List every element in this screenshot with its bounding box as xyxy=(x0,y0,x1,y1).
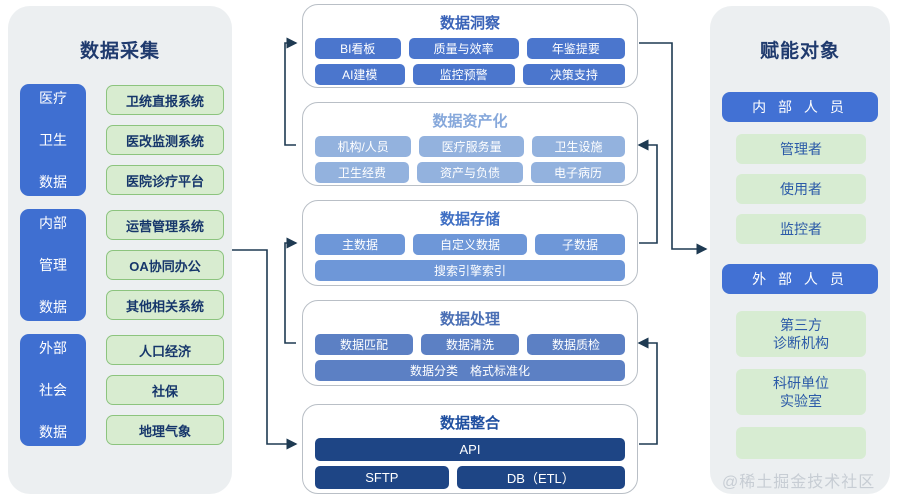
source-chip[interactable]: 社保 xyxy=(106,375,224,405)
stage-chip[interactable]: 数据匹配 xyxy=(315,334,413,355)
chip-row: SFTP DB（ETL） xyxy=(303,466,637,489)
stage-card-data-storage[interactable]: 数据存储 主数据 自定义数据 子数据 搜索引擎索引 xyxy=(302,200,638,286)
chip-row: 搜索引擎索引 xyxy=(303,260,637,281)
stage-chip[interactable]: 数据清洗 xyxy=(421,334,519,355)
target-chip[interactable]: 第三方 诊断机构 xyxy=(736,311,866,357)
stage-chip[interactable]: 监控预警 xyxy=(412,64,515,85)
stage-chip[interactable]: 数据质检 xyxy=(527,334,625,355)
stage-card-data-processing[interactable]: 数据处理 数据匹配 数据清洗 数据质检 数据分类 格式标准化 xyxy=(302,300,638,386)
stage-title: 数据资产化 xyxy=(432,113,508,130)
target-line: 管理者 xyxy=(780,141,822,157)
category-line: 数据 xyxy=(39,298,67,315)
target-chip-empty[interactable] xyxy=(736,427,866,459)
stage-card-data-assetization[interactable]: 数据资产化 机构/人员 医疗服务量 卫生设施 卫生经费 资产与负债 电子病历 xyxy=(302,102,638,186)
stage-chip[interactable]: 卫生经费 xyxy=(315,162,409,183)
stage-chip[interactable]: API xyxy=(315,438,625,461)
stage-chip[interactable]: AI建模 xyxy=(315,64,405,85)
category-line: 内部 xyxy=(39,214,67,231)
category-line: 医疗 xyxy=(39,89,67,106)
target-chip[interactable]: 监控者 xyxy=(736,214,866,244)
category-line: 管理 xyxy=(39,256,67,273)
stage-title: 数据存储 xyxy=(439,211,500,228)
target-line: 使用者 xyxy=(780,181,822,197)
category-block-medical[interactable]: 医疗 卫生 数据 xyxy=(20,84,86,196)
source-chip[interactable]: 医改监测系统 xyxy=(106,125,224,155)
category-line: 社会 xyxy=(39,381,67,398)
stage-chip[interactable]: 卫生设施 xyxy=(532,136,625,157)
target-line: 监控者 xyxy=(780,221,822,237)
source-chip[interactable]: 卫统直报系统 xyxy=(106,85,224,115)
category-block-external[interactable]: 外部 社会 数据 xyxy=(20,334,86,446)
source-chip[interactable]: OA协同办公 xyxy=(106,250,224,280)
source-chip[interactable]: 人口经济 xyxy=(106,335,224,365)
stage-chip[interactable]: 子数据 xyxy=(535,234,625,255)
stage-title: 数据整合 xyxy=(439,415,500,432)
target-chip[interactable]: 科研单位 实验室 xyxy=(736,369,866,415)
wire-process-to-storage xyxy=(284,237,298,344)
right-panel-title: 赋能对象 xyxy=(759,41,840,62)
chip-row: AI建模 监控预警 决策支持 xyxy=(303,64,637,85)
stage-chip[interactable]: BI看板 xyxy=(315,38,401,59)
stage-chip[interactable]: 资产与负债 xyxy=(417,162,523,183)
wire-asset-to-insight xyxy=(284,37,298,146)
wire-storage-to-asset xyxy=(637,139,658,244)
chip-row: 机构/人员 医疗服务量 卫生设施 xyxy=(303,136,637,157)
chip-row: 主数据 自定义数据 子数据 xyxy=(303,234,637,255)
enablement-targets-panel: 赋能对象 内 部 人 员 管理者 使用者 监控者 外 部 人 员 第三方 诊断机… xyxy=(710,6,890,494)
chip-row: 数据分类 格式标准化 xyxy=(303,360,637,381)
category-line: 外部 xyxy=(39,339,67,356)
stage-chip[interactable]: 电子病历 xyxy=(531,162,625,183)
stage-card-data-integration[interactable]: 数据整合 API SFTP DB（ETL） xyxy=(302,404,638,494)
stage-chip[interactable]: 医疗服务量 xyxy=(419,136,525,157)
group-pill-internal-staff[interactable]: 内 部 人 员 xyxy=(722,92,878,122)
wire-insight-to-enablement xyxy=(639,42,708,255)
wire-integration-to-process xyxy=(637,337,658,445)
category-line: 数据 xyxy=(39,173,67,190)
target-line: 第三方 xyxy=(780,317,822,333)
stage-title: 数据处理 xyxy=(439,311,500,328)
source-chip[interactable]: 医院诊疗平台 xyxy=(106,165,224,195)
stage-chip[interactable]: SFTP xyxy=(315,466,449,489)
group-pill-external-staff[interactable]: 外 部 人 员 xyxy=(722,264,878,294)
category-line: 数据 xyxy=(39,423,67,440)
source-chip[interactable]: 地理气象 xyxy=(106,415,224,445)
category-line: 卫生 xyxy=(39,131,67,148)
stage-chip[interactable]: DB（ETL） xyxy=(456,466,626,489)
stage-chip[interactable]: 质量与效率 xyxy=(408,38,519,59)
chip-row: BI看板 质量与效率 年鉴提要 xyxy=(303,38,637,59)
source-chip[interactable]: 其他相关系统 xyxy=(106,290,224,320)
chip-row: API xyxy=(303,438,637,461)
stage-chip[interactable]: 决策支持 xyxy=(522,64,625,85)
stage-chip[interactable]: 主数据 xyxy=(315,234,405,255)
wire-collection-to-integration xyxy=(232,249,298,450)
target-chip[interactable]: 管理者 xyxy=(736,134,866,164)
stage-title: 数据洞察 xyxy=(439,15,500,32)
stage-chip[interactable]: 自定义数据 xyxy=(413,234,527,255)
target-line: 实验室 xyxy=(780,393,822,409)
stage-chip[interactable]: 机构/人员 xyxy=(315,136,412,157)
stage-chip[interactable]: 年鉴提要 xyxy=(526,38,625,59)
watermark: @稀土掘金技术社区 xyxy=(722,474,876,491)
target-line: 诊断机构 xyxy=(773,335,829,351)
stage-chip[interactable]: 搜索引擎索引 xyxy=(315,260,625,281)
target-line: 科研单位 xyxy=(773,375,829,391)
chip-row: 数据匹配 数据清洗 数据质检 xyxy=(303,334,637,355)
left-panel-title: 数据采集 xyxy=(79,41,160,62)
source-chip[interactable]: 运营管理系统 xyxy=(106,210,224,240)
data-collection-panel: 数据采集 医疗 卫生 数据 卫统直报系统 医改监测系统 医院诊疗平台 内部 管理… xyxy=(8,6,232,494)
category-block-internal[interactable]: 内部 管理 数据 xyxy=(20,209,86,321)
chip-row: 卫生经费 资产与负债 电子病历 xyxy=(303,162,637,183)
stage-card-data-insight[interactable]: 数据洞察 BI看板 质量与效率 年鉴提要 AI建模 监控预警 决策支持 xyxy=(302,4,638,88)
target-chip[interactable]: 使用者 xyxy=(736,174,866,204)
stage-chip[interactable]: 数据分类 格式标准化 xyxy=(315,360,625,381)
